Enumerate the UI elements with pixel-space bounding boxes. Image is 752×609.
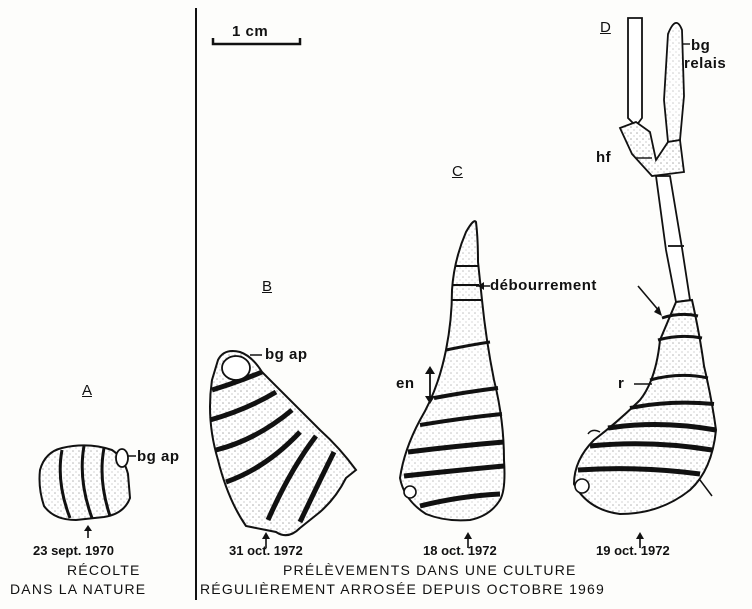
specimen-a-bud-label: bg ap [137,449,180,464]
specimen-a-drawing [40,445,137,538]
specimen-d-hf-label: hf [596,150,611,165]
specimen-d-r-label: r [618,376,624,391]
specimen-b-letter: B [262,279,272,294]
specimen-b-drawing [210,351,356,548]
caption-left-line1: RÉCOLTE [67,563,141,577]
specimen-c-internode-label: en [396,376,415,391]
specimen-c-letter: C [452,164,463,179]
specimen-c-drawing [400,221,505,548]
specimen-a-date: 23 sept. 1970 [33,544,114,557]
caption-left-line2: DANS LA NATURE [10,582,146,596]
caption-right-line1: PRÉLÈVEMENTS DANS UNE CULTURE [283,563,577,577]
specimen-a-letter: A [82,383,92,398]
specimen-d-letter: D [600,20,611,35]
specimen-d-date: 19 oct. 1972 [596,544,670,557]
scale-bar-label: 1 cm [232,24,268,39]
specimen-d-relay-bud-label: bg [691,38,710,53]
specimen-b-bud-label: bg ap [265,347,308,362]
specimen-d-relay-label: relais [684,56,726,71]
specimen-c-date: 18 oct. 1972 [423,544,497,557]
specimen-b-date: 31 oct. 1972 [229,544,303,557]
specimen-c-budbreak-label: débourrement [490,278,597,293]
caption-right-line2: RÉGULIÈREMENT ARROSÉE DEPUIS OCTOBRE 196… [200,582,605,596]
